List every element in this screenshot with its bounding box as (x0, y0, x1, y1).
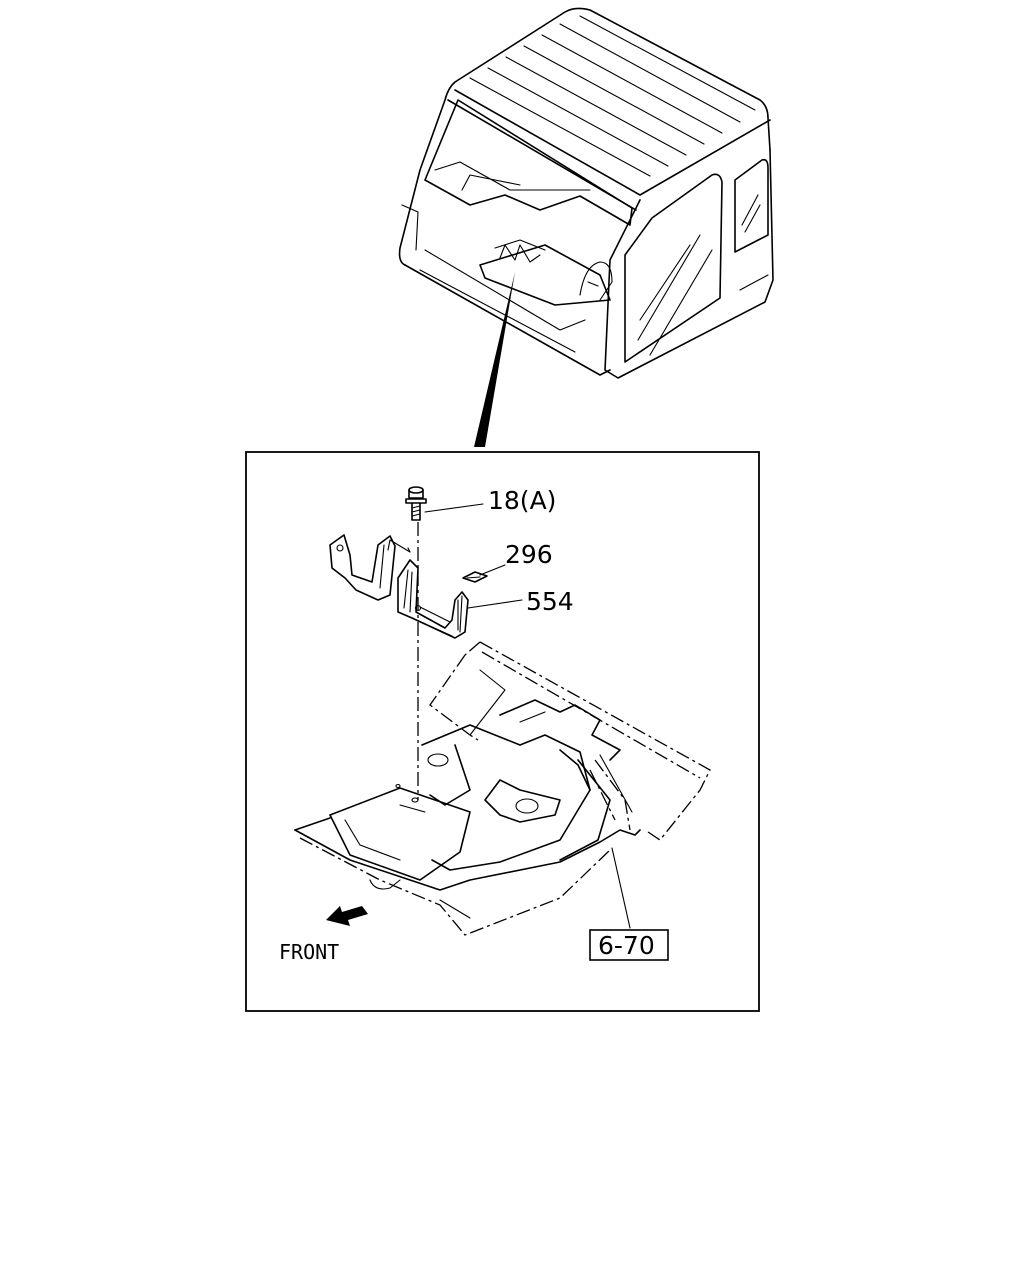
callout-bracket: 554 (526, 587, 574, 616)
callout-nut: 296 (505, 540, 553, 569)
detail-frame (245, 451, 760, 1012)
callout-bolt: 18(A) (488, 486, 556, 515)
cab-overview (398, 7, 774, 379)
bracket-leader (467, 599, 523, 609)
front-arrow-icon (326, 906, 368, 926)
bolt-18a (405, 486, 427, 521)
floor-ref-box (589, 929, 669, 961)
nut-296 (462, 571, 488, 583)
leader-wedge (474, 272, 515, 447)
floor-leader (611, 847, 631, 929)
floor-panel (294, 641, 711, 936)
callout-floor-ref: 6-70 (598, 931, 655, 960)
bolt-leader (424, 503, 484, 513)
bracket-554 (329, 534, 469, 639)
direction-label: FRONT (279, 940, 339, 964)
nut-leader (479, 564, 506, 576)
